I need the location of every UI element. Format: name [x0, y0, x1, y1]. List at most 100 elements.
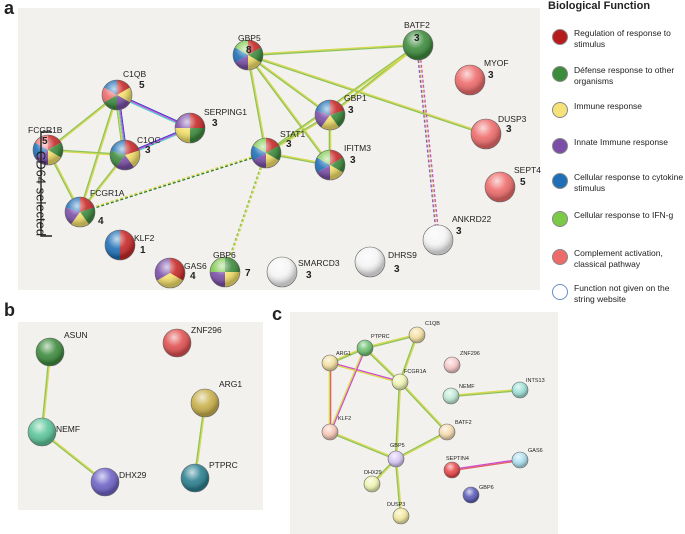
node-label: PTPRC	[209, 460, 238, 470]
legend-color-icon	[552, 29, 568, 45]
node-label: C1QB	[123, 69, 146, 79]
node-label: ZNF296	[460, 351, 480, 357]
node-klf2	[104, 229, 136, 261]
node-label: GBP5	[390, 443, 405, 449]
node-label: KLF2	[134, 233, 155, 243]
node-count: 3	[414, 33, 420, 44]
node-count: 3	[394, 264, 400, 275]
node-label: ASUN	[64, 330, 88, 340]
node-arg1	[190, 388, 220, 418]
legend-color-icon	[552, 284, 568, 300]
node-dhx29	[90, 467, 120, 497]
node-arg1	[321, 354, 339, 372]
node-znf296	[443, 356, 461, 374]
network-edge	[394, 458, 403, 517]
node-label: DUSP3	[498, 114, 527, 124]
node-label: ZNF296	[191, 325, 222, 335]
node-label: FCGR1B	[28, 125, 63, 135]
network-edge	[329, 361, 401, 384]
node-gas6	[154, 257, 186, 289]
panel-label-a: a	[4, 0, 15, 18]
node-label: GAS6	[184, 261, 207, 271]
node-label: FCGR1A	[404, 369, 427, 375]
node-znf296	[162, 328, 192, 358]
legend-label: Regulation of response to stimulus	[574, 28, 671, 49]
node-dhrs9	[354, 246, 386, 278]
node-count: 3	[306, 270, 312, 281]
network-edge	[395, 430, 448, 461]
legend-item: Défense response to other organisms	[552, 65, 684, 86]
node-ankrd22	[422, 224, 454, 256]
legend-label: Immune response	[574, 101, 643, 111]
legend-label: Function not given on the string website	[574, 283, 670, 304]
cd64-bracket	[40, 131, 52, 237]
node-myof	[454, 64, 486, 96]
node-label: GAS6	[528, 448, 543, 454]
node-nemf	[27, 417, 57, 447]
legend-label: Innate Immune response	[574, 137, 669, 147]
network-edge	[247, 53, 331, 117]
legend-color-icon	[552, 211, 568, 227]
network-edge	[394, 381, 402, 460]
network-edge	[246, 54, 332, 166]
node-ifitm3	[314, 149, 346, 181]
node-count: 7	[245, 268, 251, 279]
legend-item: Cellular response to IFN-g	[552, 210, 684, 227]
node-dhx29	[363, 475, 381, 493]
node-label: GBP6	[479, 485, 494, 491]
node-dusp3	[392, 507, 410, 525]
legend-color-icon	[552, 102, 568, 118]
node-label: ARG1	[336, 351, 351, 357]
node-label: INTS13	[526, 378, 545, 384]
node-label: C1QB	[425, 321, 440, 327]
node-fcgr1a	[64, 196, 96, 228]
node-count: 3	[456, 226, 462, 237]
network-edge	[79, 151, 267, 214]
node-ptprc	[356, 339, 374, 357]
node-label: SEPT4	[514, 165, 541, 175]
node-count: 5	[520, 177, 526, 188]
node-label: PTPRC	[371, 334, 390, 340]
node-batf2	[402, 29, 434, 61]
node-ints13	[511, 381, 529, 399]
network-edge	[451, 458, 521, 472]
node-count: 5	[139, 80, 145, 91]
network-edge	[328, 347, 367, 433]
node-gbp5	[232, 39, 264, 71]
legend-label: Cellular response to IFN-g	[574, 210, 674, 220]
network-edge	[364, 333, 418, 350]
node-fcgr1a	[391, 373, 409, 391]
node-dusp3	[470, 118, 502, 150]
network-edge	[223, 152, 268, 273]
node-c1qc	[109, 139, 141, 171]
node-label: SMARCD3	[298, 258, 340, 268]
node-serping1	[174, 112, 206, 144]
node-label: SERPING1	[204, 107, 247, 117]
node-ptprc	[180, 463, 210, 493]
node-batf2	[438, 423, 456, 441]
node-sept4	[484, 171, 516, 203]
legend-item: Complement activation, classical pathway	[552, 248, 684, 269]
network-edge	[247, 43, 419, 57]
node-gbp1	[314, 99, 346, 131]
node-count: 3	[506, 124, 512, 135]
node-klf2	[321, 423, 339, 441]
node-label: NEMF	[459, 384, 475, 390]
legend-label: Complement activation, classical pathway	[574, 248, 663, 269]
node-label: BATF2	[455, 420, 472, 426]
network-edge	[398, 334, 419, 383]
legend-item: Immune response	[552, 101, 684, 118]
node-count: 3	[348, 105, 354, 116]
legend-item: Regulation of response to stimulus	[552, 28, 684, 49]
legend-label: Cellular response to cytokine stimulus	[574, 172, 684, 193]
legend-item: Cellular response to cytokine stimulus	[552, 172, 684, 193]
legend-item: Innate Immune response	[552, 137, 684, 154]
network-edge	[328, 363, 332, 432]
network-edge	[416, 44, 440, 241]
node-gas6	[511, 451, 529, 469]
node-count: 4	[98, 216, 104, 227]
node-septin4	[443, 461, 461, 479]
node-label: IFITM3	[344, 143, 371, 153]
node-nemf	[442, 387, 460, 405]
node-count: 3	[488, 70, 494, 81]
